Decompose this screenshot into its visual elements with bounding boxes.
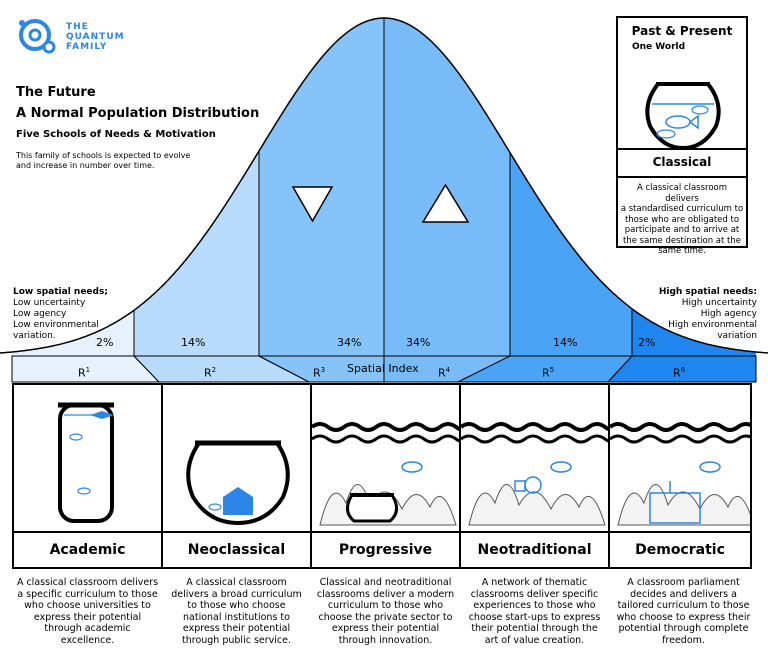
- triangle-down-icon: [291, 186, 334, 223]
- school-name-box-neotraditional: Neotraditional: [459, 531, 610, 569]
- school-name: Academic: [49, 542, 126, 558]
- high-side-title: High spatial needs:: [658, 287, 757, 297]
- past-present-title: Past & Present: [631, 24, 733, 38]
- region-label-r6: R6: [673, 366, 686, 380]
- school-name-box-neoclassical: Neoclassical: [161, 531, 312, 569]
- heading-note: This family of schools is expected to ev…: [16, 151, 190, 171]
- high-side-line: High agency: [700, 309, 757, 319]
- high-spatial-needs: High spatial needs: High uncertainty Hig…: [659, 287, 757, 342]
- illustration-democratic-icon: [610, 422, 750, 526]
- pct-r5: 14%: [553, 336, 578, 349]
- low-spatial-needs: Low spatial needs; Low uncertainty Low a…: [13, 287, 108, 342]
- region-label-r4: R4: [438, 366, 451, 380]
- region-label-r1: R1: [78, 366, 91, 380]
- distribution-band-r3: [259, 18, 384, 356]
- high-side-line: variation: [717, 331, 757, 341]
- low-side-line: Low agency: [13, 309, 67, 319]
- school-name-box-progressive: Progressive: [310, 531, 461, 569]
- region-band-r6: [606, 355, 757, 383]
- distribution-band-r5: [510, 18, 632, 356]
- school-name-box-democratic: Democratic: [608, 531, 752, 569]
- note-line-1: This family of schools is expected to ev…: [16, 151, 191, 160]
- past-present-panel: Past & Present One World Classical A cla…: [616, 16, 748, 256]
- school-name: Neotraditional: [477, 542, 592, 558]
- page-title: The Future: [16, 85, 96, 100]
- pct-r2: 14%: [181, 336, 206, 349]
- triangle-up-icon: [421, 183, 470, 223]
- illustration-neotraditional-icon: [461, 422, 608, 526]
- low-side-line: Low environmental: [13, 320, 99, 330]
- pct-r6: 2%: [638, 336, 656, 349]
- high-side-line: High environmental: [668, 320, 757, 330]
- region-label-r2: R2: [204, 366, 217, 380]
- past-present-subtitle: One World: [632, 42, 686, 52]
- note-line-2: and increase in number over time.: [16, 161, 155, 170]
- pct-r1: 2%: [96, 336, 114, 349]
- spatial-index-label: Spatial Index: [347, 362, 419, 375]
- school-illustration-academic: [12, 383, 163, 533]
- illustration-neoclassical-icon: [186, 440, 290, 526]
- school-illustration-progressive: [310, 383, 461, 533]
- region-label-r5: R5: [542, 366, 555, 380]
- school-illustration-democratic: [608, 383, 752, 533]
- illustration-academic-icon: [58, 402, 114, 523]
- school-name: Neoclassical: [187, 542, 286, 558]
- pct-r3: 34%: [337, 336, 362, 349]
- school-illustration-neotraditional: [459, 383, 610, 533]
- classical-label: Classical: [652, 155, 712, 169]
- high-side-line: High uncertainty: [681, 298, 757, 308]
- pct-r4: 34%: [406, 336, 431, 349]
- tagline: Five Schools of Needs & Motivation: [16, 129, 216, 140]
- region-label-r3: R3: [313, 366, 326, 380]
- logo-line-1: THE: [66, 22, 89, 32]
- illustration-progressive-icon: [312, 422, 459, 526]
- classical-description: A classical classroom delivers a standar…: [620, 183, 744, 256]
- logo-line-2: QUANTUM: [66, 32, 125, 42]
- distribution-band-r2: [134, 18, 259, 356]
- logo-line-3: FAMILY: [66, 42, 108, 52]
- logo-wordmark: THE QUANTUM FAMILY: [66, 22, 125, 52]
- low-side-title: Low spatial needs;: [13, 287, 108, 297]
- school-name: Democratic: [635, 542, 725, 558]
- low-side-line: Low uncertainty: [13, 298, 86, 308]
- low-side-line: variation.: [13, 331, 56, 341]
- school-illustration-neoclassical: [161, 383, 312, 533]
- distribution-band-r4: [384, 18, 510, 356]
- school-name: Progressive: [338, 542, 433, 558]
- fishbowl-icon: [645, 82, 721, 150]
- page-subtitle: A Normal Population Distribution: [16, 106, 260, 121]
- school-name-box-academic: Academic: [12, 531, 163, 569]
- quantum-logo-icon: [19, 19, 56, 54]
